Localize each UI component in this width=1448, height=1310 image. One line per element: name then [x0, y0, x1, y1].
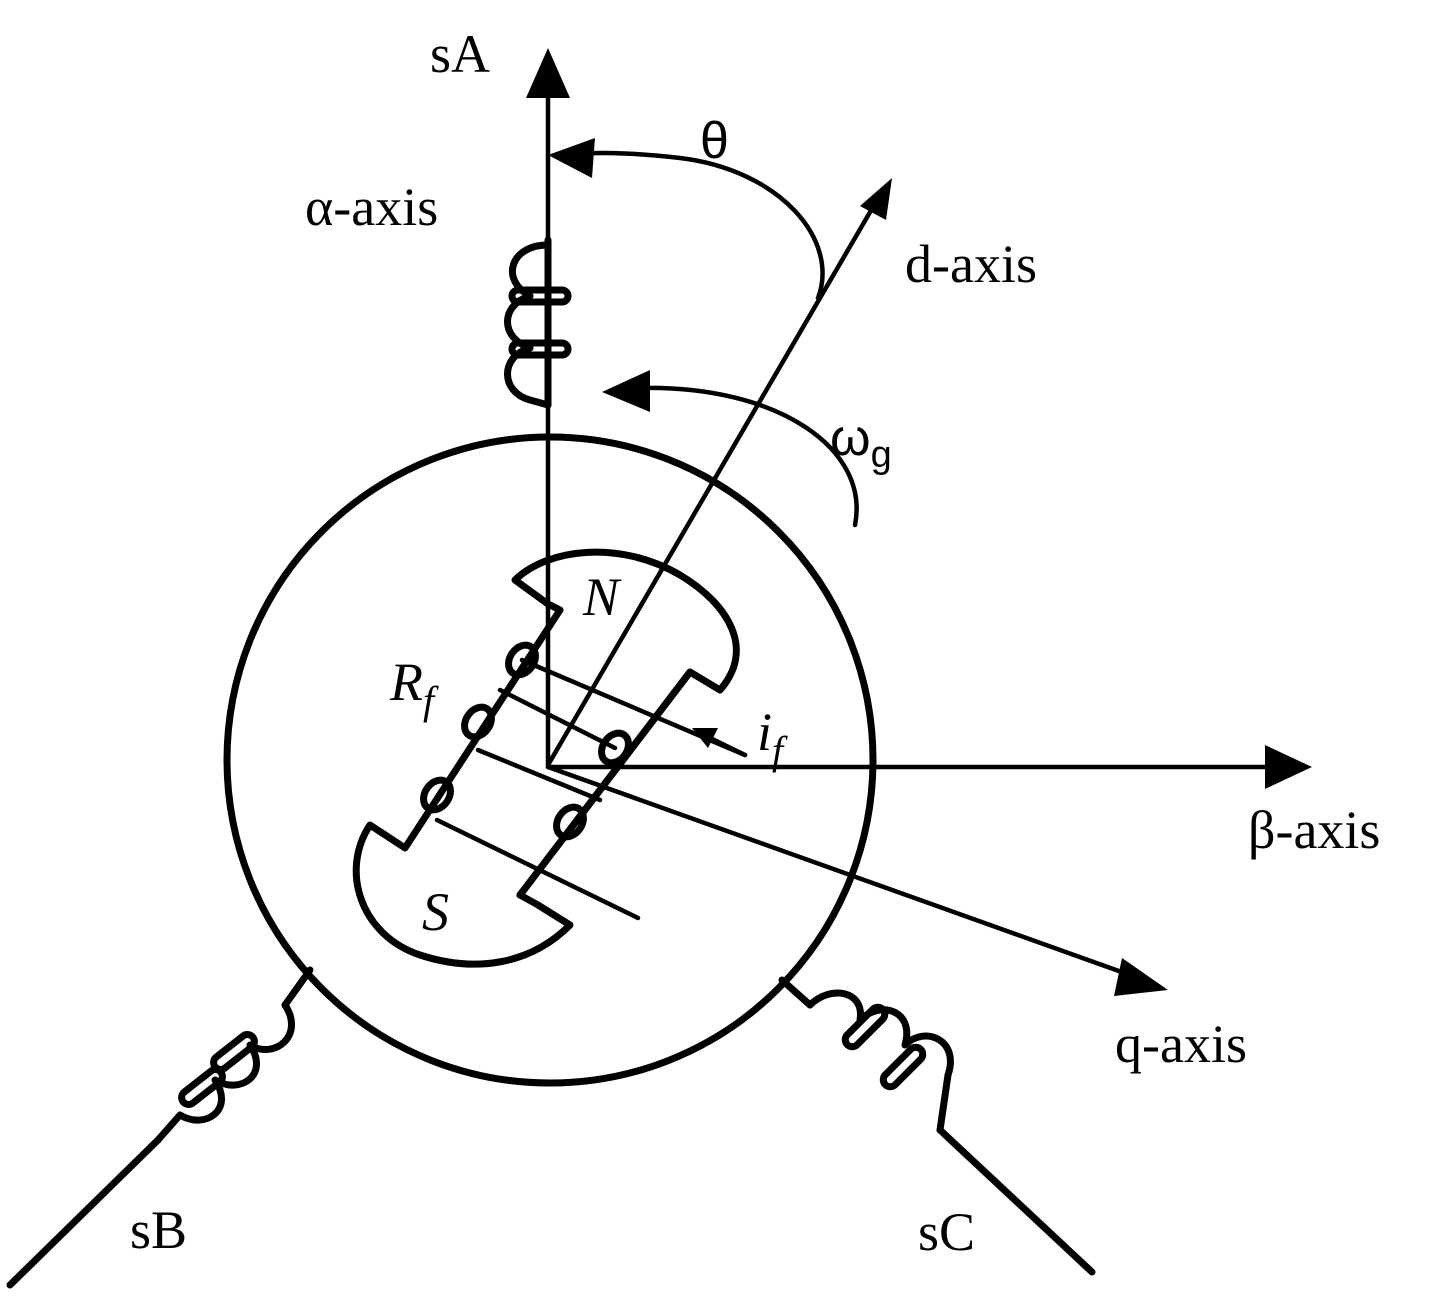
- phase-a-winding: [504, 57, 572, 768]
- label-pole-s: S: [422, 882, 449, 942]
- label-pole-n: N: [582, 567, 622, 627]
- label-sc: sC: [918, 1202, 975, 1262]
- label-d-axis: d-axis: [905, 234, 1037, 294]
- label-rf: Rf: [389, 652, 439, 723]
- phase-b-winding: [6, 966, 314, 1289]
- theta-arc: [562, 150, 825, 301]
- theta-arrowhead: [548, 138, 595, 178]
- label-if: if: [757, 702, 788, 773]
- label-q-axis: q-axis: [1115, 1014, 1247, 1074]
- label-alpha-axis: α-axis: [305, 177, 438, 237]
- label-sa: sA: [430, 24, 490, 84]
- beta-axis-arrowhead: [1265, 745, 1312, 789]
- q-axis-arrowhead: [1114, 958, 1168, 996]
- phase-c-winding: [778, 976, 1096, 1276]
- label-beta-axis: β-axis: [1248, 800, 1380, 860]
- label-sb: sB: [130, 1200, 187, 1260]
- d-axis-arrowhead: [860, 178, 892, 220]
- omega-arc: [637, 385, 859, 528]
- label-theta: θ: [700, 112, 729, 170]
- omega-arrowhead: [602, 370, 650, 412]
- d-axis-line: [545, 192, 883, 768]
- rotor: [352, 548, 748, 968]
- sa-arrowhead: [526, 48, 570, 98]
- q-axis-line: [545, 764, 1133, 978]
- label-omega: ωg: [830, 409, 892, 476]
